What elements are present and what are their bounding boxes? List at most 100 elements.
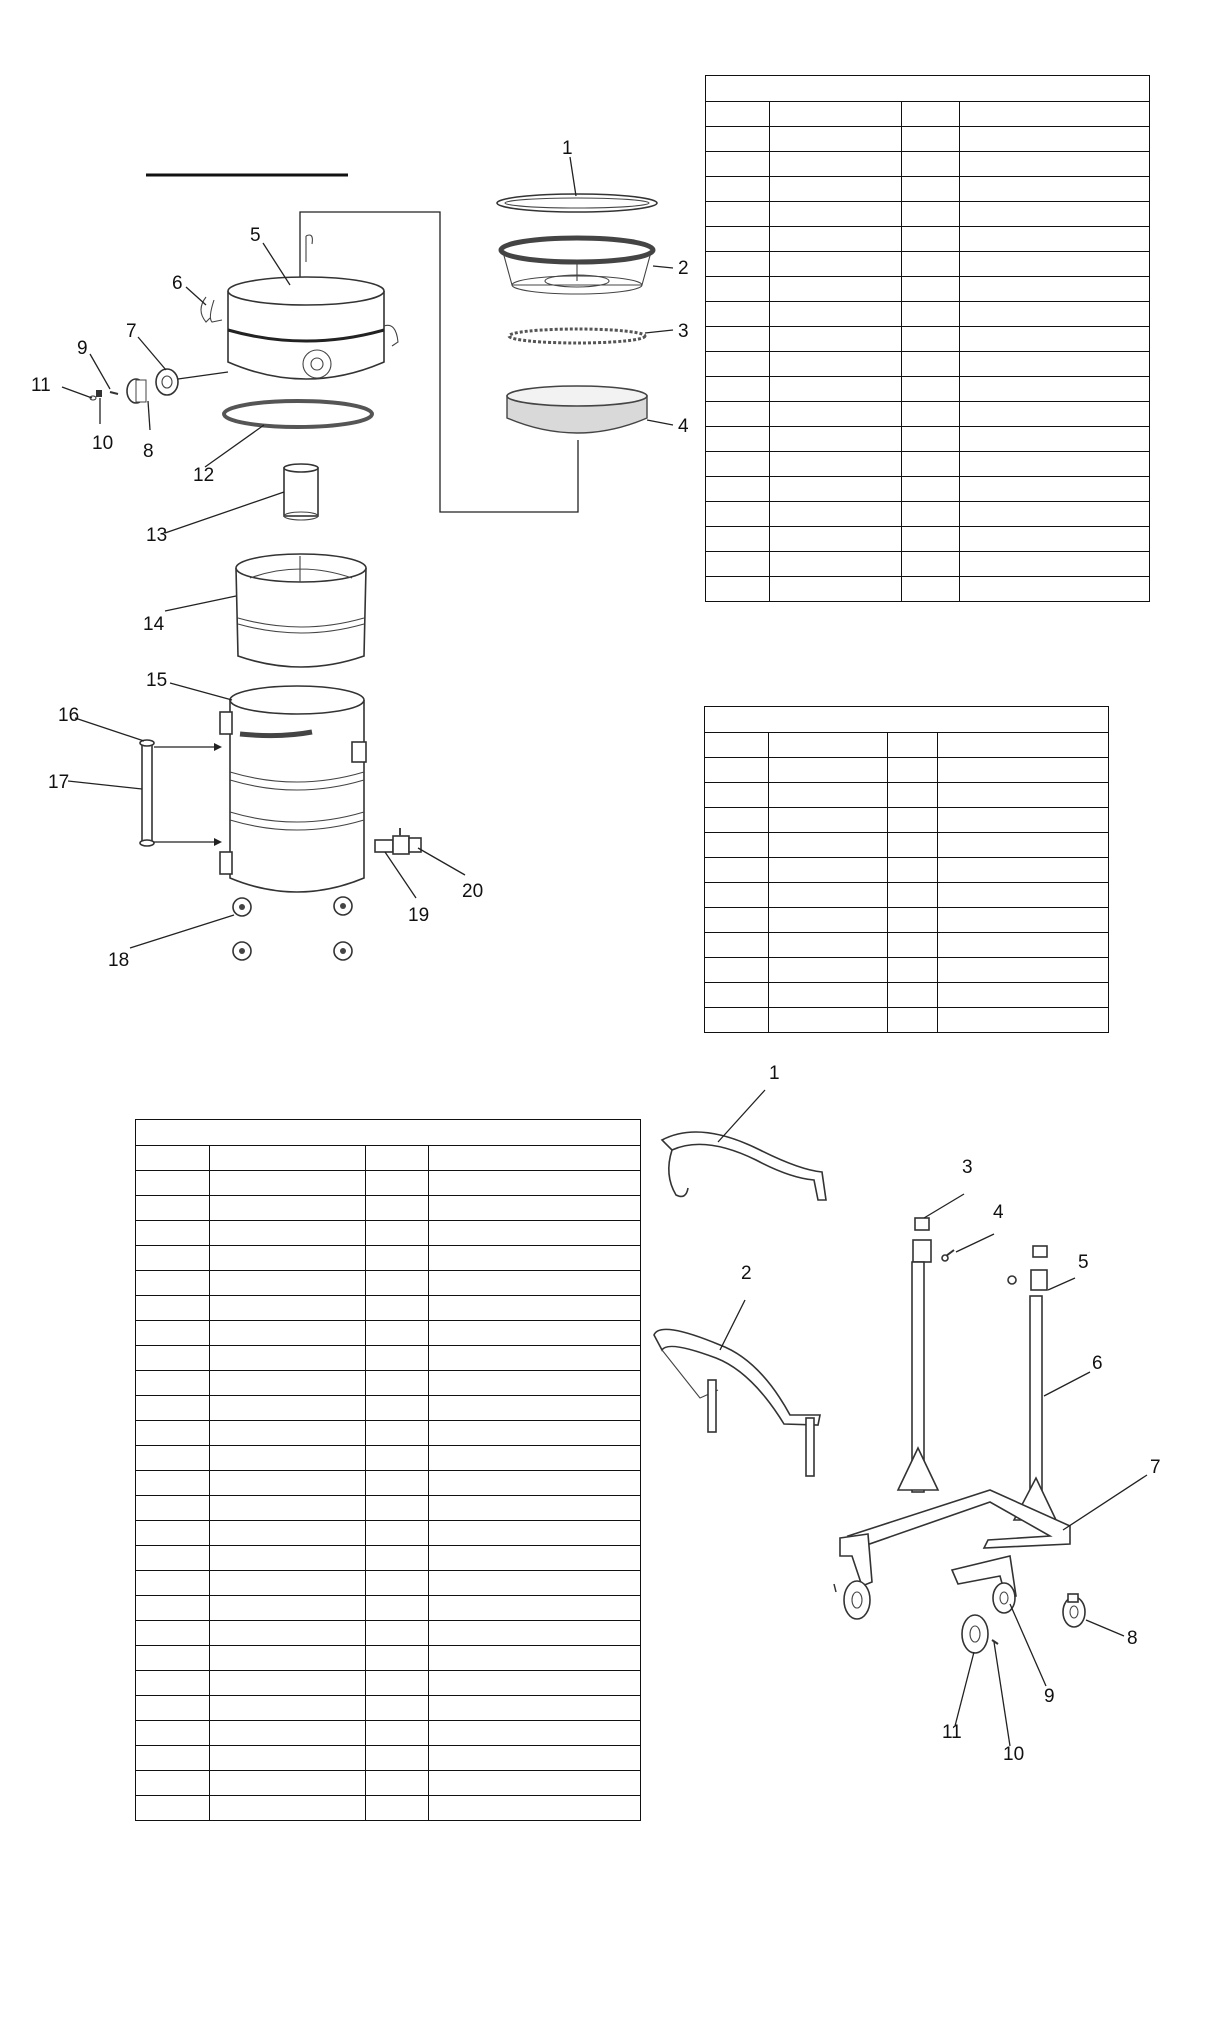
table-cell bbox=[887, 857, 938, 883]
table-cell bbox=[959, 226, 1150, 252]
table-cell bbox=[705, 451, 770, 477]
table-cell bbox=[705, 426, 770, 452]
table-cell bbox=[135, 1695, 210, 1721]
table-cell bbox=[135, 1220, 210, 1246]
callout-a-3: 3 bbox=[678, 321, 689, 342]
table-cell bbox=[937, 982, 1109, 1008]
table-cell bbox=[428, 1570, 641, 1596]
table-cell bbox=[768, 807, 888, 833]
table-row bbox=[135, 1395, 641, 1421]
table-cell bbox=[705, 126, 770, 152]
callout-b-10: 10 bbox=[1003, 1744, 1024, 1765]
table-cell bbox=[887, 1007, 938, 1033]
table-cell bbox=[209, 1245, 366, 1271]
table-cell bbox=[887, 832, 938, 858]
table-cell bbox=[135, 1470, 210, 1496]
table-row bbox=[135, 1795, 641, 1821]
table-cell bbox=[705, 301, 770, 327]
table-row bbox=[704, 807, 1109, 833]
table-cell bbox=[365, 1745, 429, 1771]
table-cell bbox=[768, 757, 888, 783]
table-cell bbox=[365, 1295, 429, 1321]
table-cell bbox=[135, 1495, 210, 1521]
table-cell bbox=[937, 832, 1109, 858]
table-cell bbox=[769, 576, 902, 602]
table-title bbox=[135, 1119, 641, 1146]
table-cell bbox=[959, 276, 1150, 302]
table-cell bbox=[705, 376, 770, 402]
table-row bbox=[705, 101, 1150, 127]
table-cell bbox=[769, 401, 902, 427]
table-cell bbox=[209, 1270, 366, 1296]
table-cell bbox=[365, 1270, 429, 1296]
table-cell bbox=[959, 551, 1150, 577]
table-cell bbox=[209, 1295, 366, 1321]
table-cell bbox=[769, 326, 902, 352]
table-cell bbox=[959, 576, 1150, 602]
table-cell bbox=[901, 201, 960, 227]
table-cell bbox=[428, 1495, 641, 1521]
table-cell bbox=[887, 957, 938, 983]
part-14-inner-drum bbox=[235, 553, 367, 668]
table-cell bbox=[769, 426, 902, 452]
table-cell bbox=[365, 1570, 429, 1596]
table-row bbox=[704, 757, 1109, 783]
table-cell bbox=[428, 1545, 641, 1571]
table-row bbox=[705, 151, 1150, 177]
table-row bbox=[135, 1695, 641, 1721]
callout-b-3: 3 bbox=[962, 1157, 973, 1178]
table-row bbox=[135, 1345, 641, 1371]
table-cell bbox=[135, 1345, 210, 1371]
table-cell bbox=[365, 1495, 429, 1521]
table-cell bbox=[135, 1370, 210, 1396]
table-row bbox=[705, 476, 1150, 502]
table-cell bbox=[704, 1007, 769, 1033]
cart-frame-drawing: 1 2 3 4 5 6 7 8 9 10 11 bbox=[653, 1063, 1161, 1765]
table-cell bbox=[209, 1795, 366, 1821]
table-cell bbox=[937, 807, 1109, 833]
table-cell bbox=[135, 1270, 210, 1296]
table-cell bbox=[901, 101, 960, 127]
part-9-caster bbox=[992, 1582, 1016, 1614]
table-cell bbox=[428, 1595, 641, 1621]
table-row bbox=[705, 551, 1150, 577]
callout-b-11: 11 bbox=[942, 1722, 962, 1743]
table-cell bbox=[887, 807, 938, 833]
table-cell bbox=[704, 907, 769, 933]
table-row bbox=[135, 1370, 641, 1396]
table-cell bbox=[769, 201, 902, 227]
table-cell bbox=[135, 1620, 210, 1646]
table-cell bbox=[887, 982, 938, 1008]
callout-a-18: 18 bbox=[108, 950, 129, 971]
part-1-gasket bbox=[496, 193, 658, 213]
table-cell bbox=[428, 1470, 641, 1496]
table-cell bbox=[135, 1195, 210, 1221]
table-cell bbox=[705, 526, 770, 552]
table-cell bbox=[769, 101, 902, 127]
part-4-mesh-filter bbox=[506, 385, 648, 434]
callout-b-4: 4 bbox=[993, 1202, 1004, 1223]
table-row bbox=[704, 732, 1109, 758]
table-cell bbox=[365, 1445, 429, 1471]
table-cell bbox=[901, 251, 960, 277]
table-cell bbox=[937, 782, 1109, 808]
table-row bbox=[704, 782, 1109, 808]
table-cell bbox=[768, 782, 888, 808]
table-cell bbox=[365, 1795, 429, 1821]
table-row bbox=[135, 1495, 641, 1521]
table-cell bbox=[769, 376, 902, 402]
table-cell bbox=[704, 882, 769, 908]
table-cell bbox=[901, 576, 960, 602]
table-cell bbox=[135, 1770, 210, 1796]
table-cell bbox=[365, 1195, 429, 1221]
table-cell bbox=[769, 551, 902, 577]
part-17-sight-tube bbox=[139, 739, 222, 847]
part-3-cap bbox=[912, 1217, 932, 1263]
table-cell bbox=[959, 476, 1150, 502]
table-cell bbox=[887, 757, 938, 783]
callout-a-8: 8 bbox=[143, 441, 154, 462]
table-cell bbox=[209, 1445, 366, 1471]
table-cell bbox=[705, 151, 770, 177]
callout-a-11: 11 bbox=[31, 375, 51, 396]
table-row bbox=[135, 1420, 641, 1446]
